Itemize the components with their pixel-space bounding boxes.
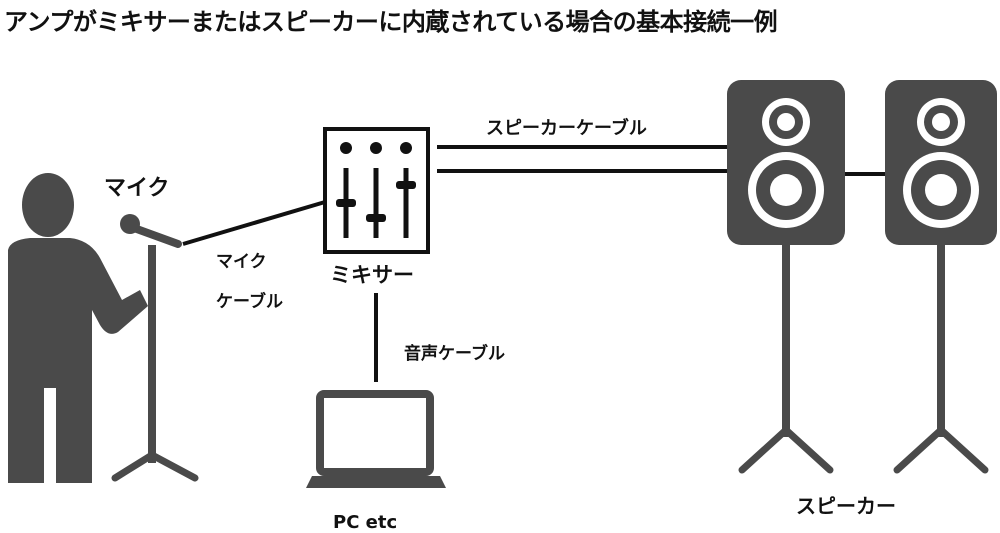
audio-cable-label: 音声ケーブル [404, 344, 505, 364]
laptop-icon [306, 390, 446, 488]
person-icon [8, 173, 148, 483]
mic-cable-label-line2: ケーブル [216, 292, 283, 312]
pc-label: PC etc [333, 512, 398, 533]
speaker-label: スピーカー [796, 494, 896, 518]
mixer-icon [323, 127, 430, 254]
mixer-label: ミキサー [330, 263, 414, 287]
diagram-title: アンプがミキサーまたはスピーカーに内蔵されている場合の基本接続一例 [4, 8, 778, 36]
microphone-stand-icon [111, 214, 199, 482]
speaker-icon [885, 80, 997, 474]
speaker-cable-label: スピーカーケーブル [486, 118, 647, 139]
mic-cable-line [182, 200, 326, 246]
mic-cable-label-line1: マイク [216, 252, 267, 272]
mic-label: マイク [104, 176, 170, 201]
speaker-icon [727, 80, 845, 474]
